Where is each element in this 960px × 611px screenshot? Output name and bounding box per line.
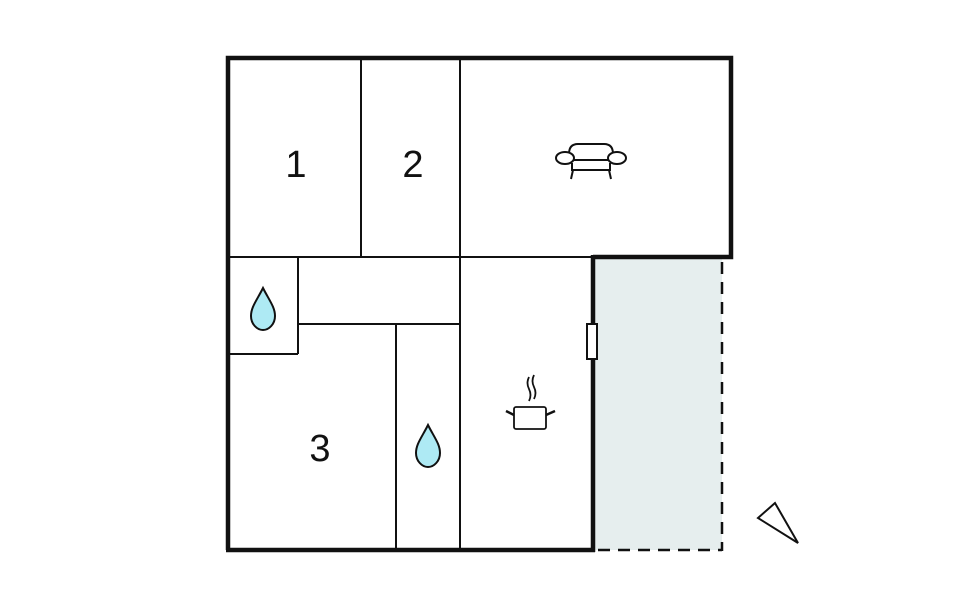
room-1-label: 1 xyxy=(285,144,306,186)
room-2-label: 2 xyxy=(402,144,423,186)
room-3-label: 3 xyxy=(309,428,330,470)
sofa-icon xyxy=(555,143,627,180)
water-drop-icon xyxy=(249,285,277,332)
cooking-pot-icon xyxy=(505,374,556,430)
window xyxy=(586,323,598,360)
north-arrow-icon xyxy=(756,501,799,544)
interior-walls xyxy=(228,58,593,550)
exterior-walls xyxy=(225,55,734,553)
water-drop-icon xyxy=(414,422,442,469)
terrace xyxy=(595,259,724,552)
